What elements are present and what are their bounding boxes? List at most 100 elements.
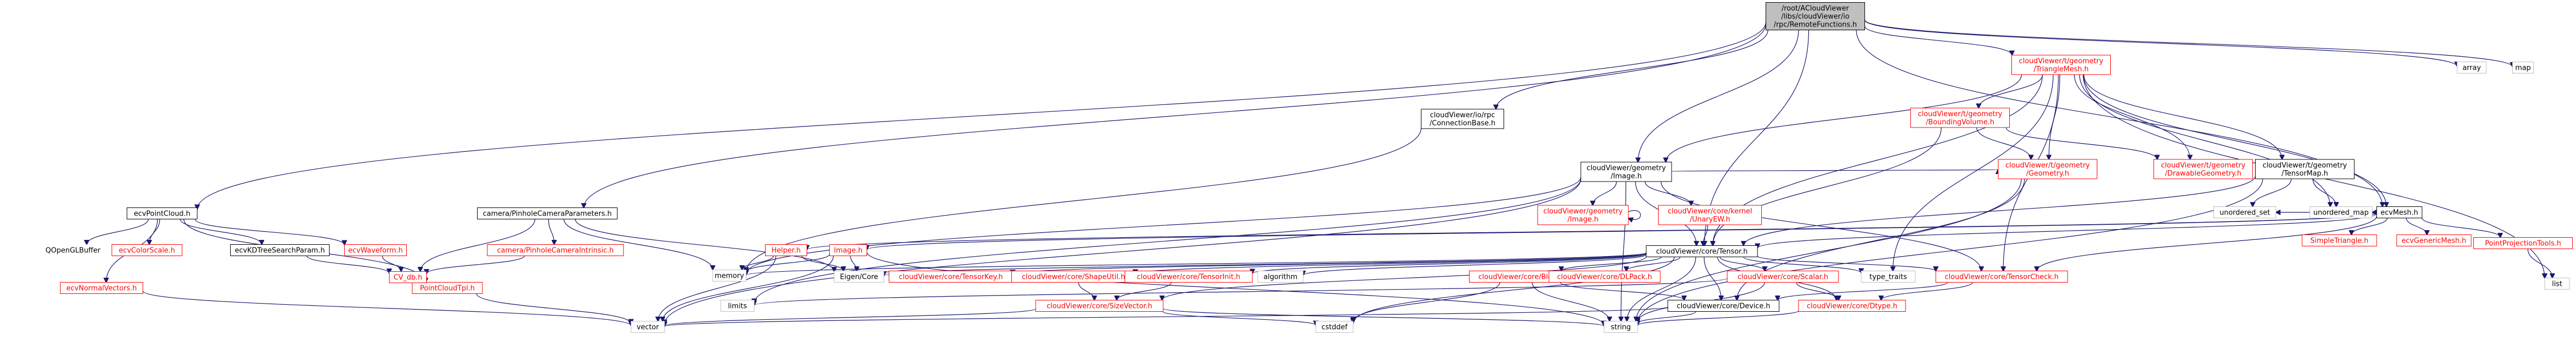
node-ConnectionBase[interactable]: cloudViewer/io/rpc/ConnectionBase.h <box>1421 109 1504 129</box>
node-label: map <box>2515 64 2531 72</box>
node-ecvWaveform[interactable]: ecvWaveform.h <box>344 244 407 256</box>
node-label: cloudViewer/t/geometry <box>2161 162 2246 170</box>
edge-Tensor-to-ShapeUtil <box>1136 253 1647 274</box>
node-CVdb[interactable]: CV_db.h <box>389 271 427 283</box>
edge-TriangleMesh-to-GeomImage <box>1666 74 2022 162</box>
node-label: camera/PinholeCameraParameters.h <box>483 210 612 218</box>
node-TriangleMesh[interactable]: cloudViewer/t/geometry/TriangleMesh.h <box>2011 55 2111 75</box>
node-box <box>2213 206 2276 218</box>
edge-ImageH-to-string <box>866 252 1605 325</box>
node-box <box>712 270 747 281</box>
node-Drawable[interactable]: cloudViewer/t/geometry/DrawableGeometry.… <box>2154 159 2253 179</box>
edge-Tensor-to-TensorInit <box>1252 253 1647 273</box>
node-Geometry[interactable]: cloudViewer/t/geometry/Geometry.h <box>1998 159 2097 179</box>
node-PointProjection[interactable]: PointProjectionTools.h <box>2473 237 2573 249</box>
node-PinholeIntrinsic[interactable]: camera/PinholeCameraIntrinsic.h <box>487 244 624 256</box>
node-box <box>1861 271 1916 283</box>
node-label: Eigen/Core <box>840 273 878 281</box>
node-label: vector <box>636 324 659 332</box>
node-label: cloudViewer/core/Blob.h <box>1478 273 1563 281</box>
edge-Scalar-to-Dtype <box>1796 282 1839 300</box>
node-array: array <box>2457 62 2487 73</box>
edge-PinholeParams-to-EigenCore <box>575 219 834 272</box>
node-ecvGenericMesh[interactable]: ecvGenericMesh.h <box>2396 234 2472 246</box>
node-box <box>1580 162 1672 182</box>
node-ImageH[interactable]: Image.h <box>829 244 867 256</box>
node-label: /Image.h <box>1567 216 1598 224</box>
node-ecvPointCloud[interactable]: ecvPointCloud.h <box>126 207 198 219</box>
node-label: ecvGenericMesh.h <box>2401 237 2466 245</box>
edge-root-to-ecvPointCloud <box>197 22 1767 209</box>
node-Device[interactable]: cloudViewer/core/Device.h <box>1667 300 1780 312</box>
node-QOpenGLBuffer: QOpenGLBuffer <box>42 244 104 256</box>
node-box <box>2154 159 2253 179</box>
node-Scalar[interactable]: cloudViewer/core/Scalar.h <box>1727 271 1839 283</box>
node-GeomImage[interactable]: cloudViewer/geometry/Image.h <box>1580 162 1672 182</box>
node-label: Helper.h <box>772 247 801 255</box>
node-label: array <box>2463 64 2481 72</box>
node-ecvNormalVectors[interactable]: ecvNormalVectors.h <box>60 282 143 294</box>
node-unordered_set: unordered_set <box>2213 206 2276 218</box>
node-label: cloudViewer/core/TensorInit.h <box>1137 273 1240 281</box>
edge-PinholeParams-to-memory <box>564 219 713 270</box>
node-string: string <box>1604 321 1638 333</box>
edge-TriangleMesh-to-BoundingVolume <box>1978 74 2043 108</box>
node-label: cloudViewer/core/Device.h <box>1676 303 1770 311</box>
node-TensorKey[interactable]: cloudViewer/core/TensorKey.h <box>889 271 1013 283</box>
node-vector: vector <box>630 321 665 333</box>
node-box <box>389 271 427 283</box>
node-label: /DrawableGeometry.h <box>2165 170 2242 178</box>
edge-ecvPointCloud-to-ecvColorScale <box>149 219 160 245</box>
edge-ecvMesh-to-ImageH <box>867 212 2377 250</box>
node-SimpleTriangle[interactable]: SimpleTriangle.h <box>2302 234 2377 246</box>
node-ecvMesh[interactable]: ecvMesh.h <box>2376 206 2423 218</box>
edge-PinholeParams-to-CVdb <box>420 219 535 272</box>
node-box <box>2473 237 2573 249</box>
edge-TriangleMesh-to-ecvMesh <box>2083 74 2386 207</box>
node-label: ecvPointCloud.h <box>134 210 191 218</box>
node-GeomImageSelf[interactable]: cloudViewer/geometry/Image.h <box>1537 205 1629 225</box>
node-SizeVector[interactable]: cloudViewer/core/SizeVector.h <box>1035 300 1164 312</box>
node-Tensor[interactable]: cloudViewer/core/Tensor.h <box>1646 245 1758 257</box>
node-label: cloudViewer/core/SizeVector.h <box>1046 303 1152 311</box>
node-label: ecvNormalVectors.h <box>66 285 137 293</box>
node-TensorMap[interactable]: cloudViewer/t/geometry/TensorMap.h <box>2255 159 2354 179</box>
edge-Tensor-to-TensorCheck <box>1757 256 1936 271</box>
node-TensorInit[interactable]: cloudViewer/core/TensorInit.h <box>1124 271 1253 283</box>
node-box <box>126 207 198 219</box>
node-box <box>834 271 884 283</box>
edge-ShapeUtil-to-SizeVector <box>1078 282 1094 300</box>
node-PointCloudTpl[interactable]: PointCloudTpl.h <box>412 282 483 294</box>
node-label: /BoundingVolume.h <box>1926 118 1995 126</box>
node-box <box>1646 245 1758 257</box>
node-box <box>2457 62 2487 73</box>
node-box <box>720 300 755 312</box>
edge-ecvPointCloud-to-ecvWaveform <box>194 219 345 245</box>
edge-SizeVector-to-cstddef <box>1162 311 1316 325</box>
node-label: type_traits <box>1869 273 1907 281</box>
node-memory: memory <box>712 270 747 281</box>
node-BoundingVolume[interactable]: cloudViewer/t/geometry/BoundingVolume.h <box>1910 108 2010 128</box>
edge-Helper-to-memory <box>742 256 774 270</box>
node-UnaryEW[interactable]: cloudViewer/core/kernel/UnaryEW.h <box>1658 205 1762 225</box>
node-Blob[interactable]: cloudViewer/core/Blob.h <box>1469 271 1573 283</box>
node-Dtype[interactable]: cloudViewer/core/Dtype.h <box>1798 300 1906 312</box>
node-root[interactable]: /root/ACloudViewer/libs/cloudViewer/io/r… <box>1766 2 1865 30</box>
node-label: unordered_set <box>2219 209 2270 217</box>
node-label: /Image.h <box>1611 172 1641 180</box>
node-TensorCheck[interactable]: cloudViewer/core/TensorCheck.h <box>1935 271 2068 283</box>
node-label: QOpenGLBuffer <box>45 247 100 255</box>
node-ShapeUtil[interactable]: cloudViewer/core/ShapeUtil.h <box>1011 271 1136 283</box>
edge-Helper-to-EigenCore <box>801 256 843 271</box>
node-DLPack[interactable]: cloudViewer/core/DLPack.h <box>1548 271 1661 283</box>
edge-Scalar-to-limits <box>754 278 1728 305</box>
edge-GeomImage-to-string <box>1621 181 1626 321</box>
edge-Tensor-to-string <box>1627 257 1696 321</box>
node-Helper[interactable]: Helper.h <box>765 244 807 256</box>
node-label: SimpleTriangle.h <box>2310 237 2369 245</box>
edge-ecvMesh-to-PointProjection <box>2421 218 2500 237</box>
node-PinholeParams[interactable]: camera/PinholeCameraParameters.h <box>477 207 618 219</box>
node-ecvKDTree[interactable]: ecvKDTreeSearchParam.h <box>230 244 330 256</box>
node-ecvColorScale[interactable]: ecvColorScale.h <box>111 244 183 256</box>
node-label: ecvMesh.h <box>2380 209 2418 217</box>
